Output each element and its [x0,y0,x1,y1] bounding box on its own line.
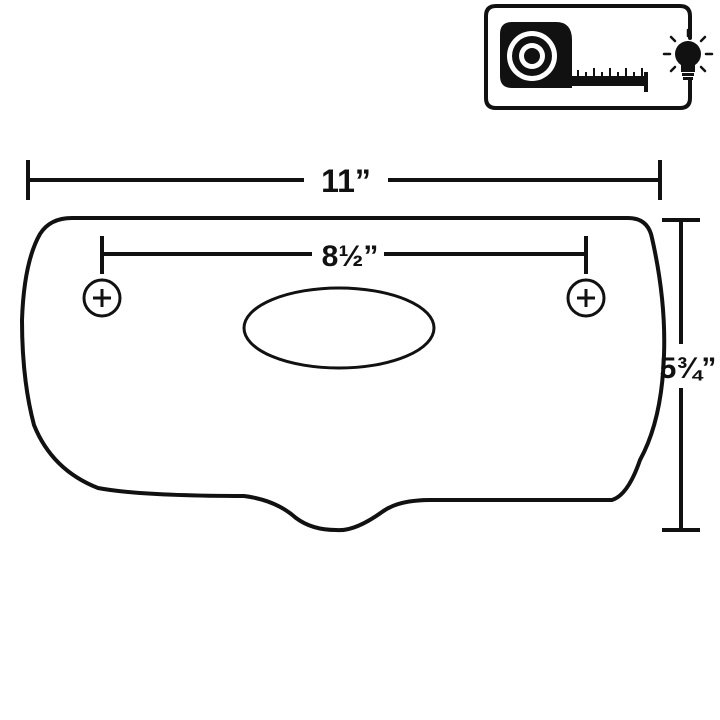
width-label: 11” [321,163,371,199]
plate-outline [20,216,667,533]
hole-spacing-label: 8½” [322,240,379,273]
tape-measure-icon [500,22,648,92]
center-oval-cutout [242,286,436,370]
height-label: 5¾” [660,352,717,385]
width-dimension [26,160,662,200]
mounting-hole-right [566,278,606,318]
hole-spacing-dimension [100,236,588,274]
mounting-hole-left [82,278,122,318]
info-badge [484,4,714,110]
height-dimension [662,218,700,532]
lightbulb-icon [662,28,714,80]
badge-frame [484,4,692,110]
